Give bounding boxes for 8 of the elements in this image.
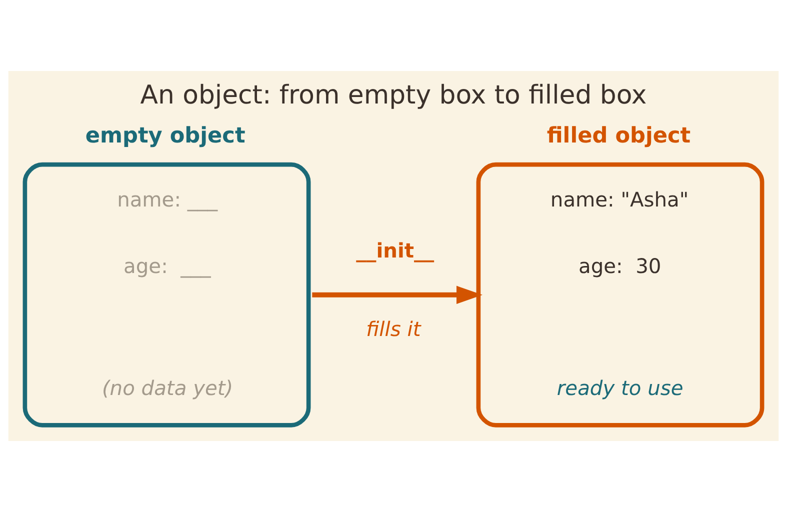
arrow [312, 285, 482, 304]
node-box: name: ___ age: ___ (no data yet) [22, 162, 311, 427]
node-label: empty object [85, 122, 246, 148]
diagram-title: An object: from empty box to filled box [140, 80, 647, 110]
label: fills it [366, 316, 421, 341]
edge-label: __init__ [356, 238, 434, 262]
node-label: filled object [546, 122, 691, 148]
node-box: name: "Asha" age: 30 ready to use [476, 162, 764, 427]
